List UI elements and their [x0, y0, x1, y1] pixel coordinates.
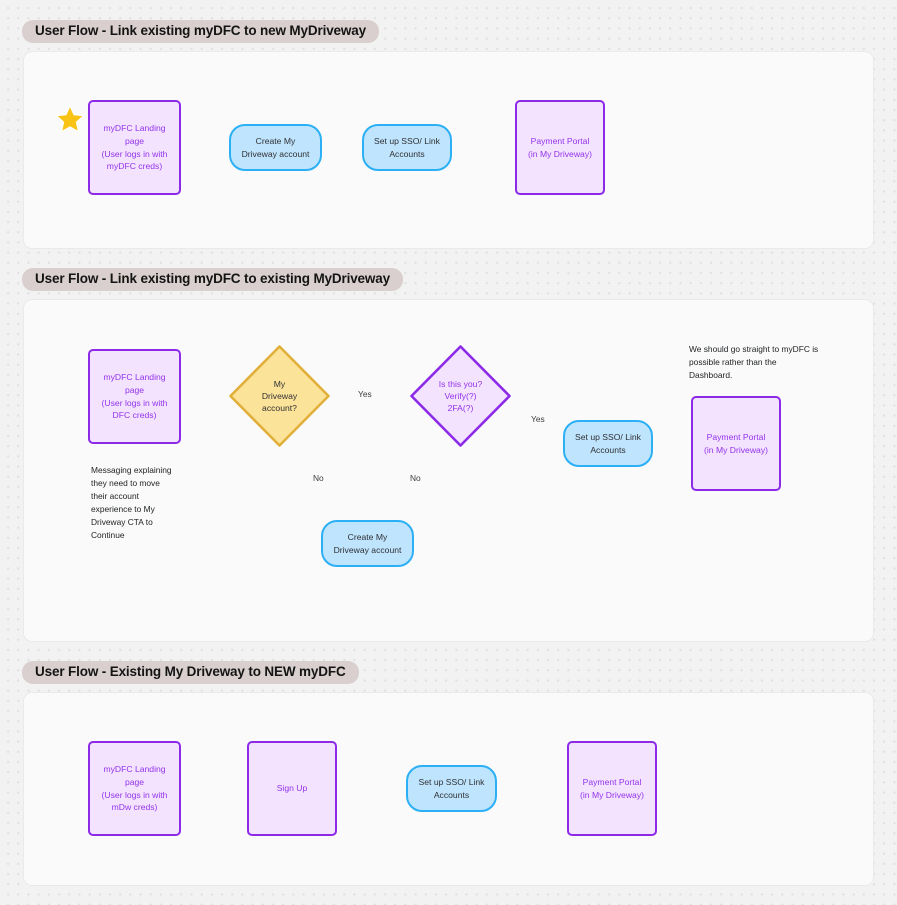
- node-label: myDFC Landing page (User logs in with DF…: [101, 372, 168, 421]
- node-decision-is-this-you[interactable]: Is this you? Verify(?) 2FA(?): [409, 344, 512, 448]
- node-mydfc-landing-page-3[interactable]: myDFC Landing page (User logs in with mD…: [88, 741, 181, 836]
- node-label: My Driveway account?: [261, 378, 298, 414]
- node-payment-portal[interactable]: Payment Portal (in My Driveway): [515, 100, 605, 195]
- section-title-flow-2: User Flow - Link existing myDFC to exist…: [22, 268, 403, 291]
- node-create-my-driveway-account[interactable]: Create My Driveway account: [229, 124, 322, 171]
- edge-label-no-2: No: [410, 473, 421, 483]
- node-mydfc-landing-page[interactable]: myDFC Landing page (User logs in with my…: [88, 100, 181, 195]
- node-payment-portal-3[interactable]: Payment Portal (in My Driveway): [567, 741, 657, 836]
- node-mydfc-landing-page-2[interactable]: myDFC Landing page (User logs in with DF…: [88, 349, 181, 444]
- node-sign-up[interactable]: Sign Up: [247, 741, 337, 836]
- node-label: Create My Driveway account: [333, 531, 402, 555]
- note-messaging-explaining: Messaging explaining they need to move t…: [91, 465, 172, 541]
- node-decision-my-driveway-account[interactable]: My Driveway account?: [228, 344, 331, 448]
- node-label: Create My Driveway account: [241, 135, 310, 159]
- node-label: Set up SSO/ Link Accounts: [575, 431, 641, 455]
- node-set-up-sso-link-accounts[interactable]: Set up SSO/ Link Accounts: [362, 124, 452, 171]
- node-label: Sign Up: [276, 783, 308, 794]
- node-label: Payment Portal (in My Driveway): [528, 135, 592, 159]
- node-label: Payment Portal (in My Driveway): [580, 776, 644, 800]
- node-set-up-sso-link-accounts-2[interactable]: Set up SSO/ Link Accounts: [563, 420, 653, 467]
- edge-label-yes-1: Yes: [358, 389, 372, 399]
- edge-label-no-1: No: [313, 473, 324, 483]
- node-label: myDFC Landing page (User logs in with my…: [101, 123, 168, 172]
- note-go-straight-to-mydfc: We should go straight to myDFC is possib…: [689, 344, 819, 381]
- node-label: Is this you? Verify(?) 2FA(?): [438, 378, 483, 414]
- edge-label-yes-2: Yes: [531, 414, 545, 424]
- node-label: Payment Portal (in My Driveway): [704, 431, 768, 455]
- section-title-flow-3: User Flow - Existing My Driveway to NEW …: [22, 661, 359, 684]
- node-label: myDFC Landing page (User logs in with mD…: [101, 764, 168, 813]
- node-create-my-driveway-account-2[interactable]: Create My Driveway account: [321, 520, 414, 567]
- section-title-flow-1: User Flow - Link existing myDFC to new M…: [22, 20, 379, 43]
- star-icon: [55, 105, 85, 140]
- node-payment-portal-2[interactable]: Payment Portal (in My Driveway): [691, 396, 781, 491]
- node-label: Set up SSO/ Link Accounts: [374, 135, 440, 159]
- node-set-up-sso-link-accounts-3[interactable]: Set up SSO/ Link Accounts: [406, 765, 497, 812]
- node-label: Set up SSO/ Link Accounts: [418, 776, 485, 800]
